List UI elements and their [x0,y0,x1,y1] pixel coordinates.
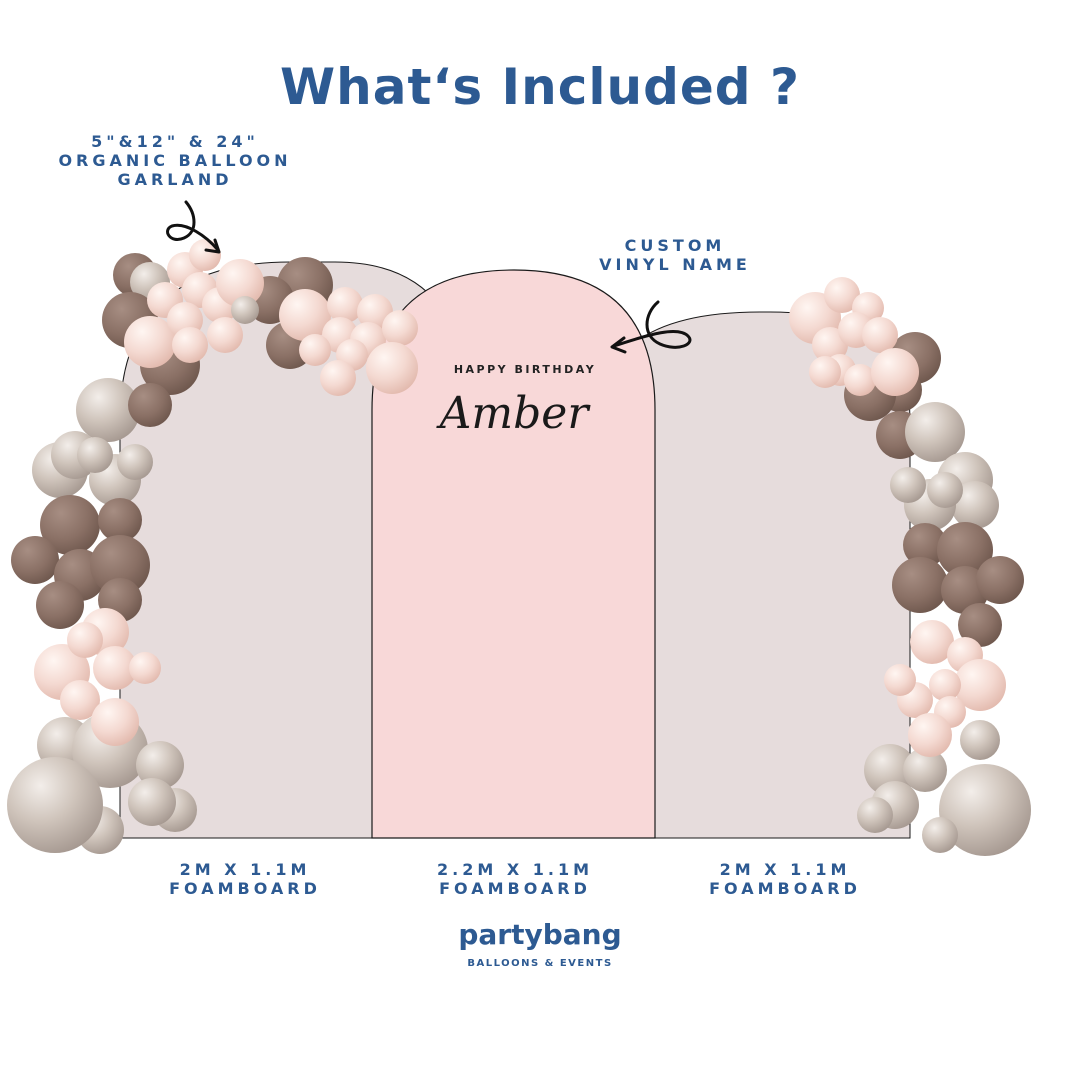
balloon [60,680,100,720]
balloon [91,698,139,746]
balloon [812,327,848,363]
left-board-size: 2M X 1.1M [179,860,311,879]
balloon [40,495,100,555]
brand-logo: partybang [458,918,622,951]
balloon [366,342,418,394]
balloon [871,348,919,396]
garland-line-1: 5"&12" & 24" [91,132,259,151]
vinyl-line-1: CUSTOM [624,236,726,255]
balloon [7,757,103,853]
balloon [90,535,150,595]
balloon [11,536,59,584]
balloon [76,378,140,442]
garland-annotation: 5"&12" & 24" ORGANIC BALLOON GARLAND [40,132,310,189]
balloon [903,523,947,567]
garland-line-3: GARLAND [117,170,233,189]
vinyl-line-2: VINYL NAME [599,255,751,274]
balloon [93,646,137,690]
balloon [958,603,1002,647]
balloon [299,334,331,366]
balloon [954,659,1006,711]
center-board-label: 2.2M X 1.1M FOAMBOARD [420,860,610,898]
balloon [382,310,418,346]
balloon [809,356,841,388]
balloon [172,327,208,363]
balloon [905,402,965,462]
right-board-size: 2M X 1.1M [719,860,851,879]
balloon [903,748,947,792]
left-board-material: FOAMBOARD [169,879,321,898]
arrow-head-icon [610,336,627,354]
right-board-label: 2M X 1.1M FOAMBOARD [690,860,880,898]
balloon [960,720,1000,760]
balloon [128,383,172,427]
balloon [910,620,954,664]
center-board-material: FOAMBOARD [439,879,591,898]
balloon [857,797,893,833]
balloon [189,239,221,271]
balloon [98,498,142,542]
vinyl-happy-birthday: HAPPY BIRTHDAY [454,363,596,376]
balloon [890,467,926,503]
curly-arrow-icon [612,300,692,349]
left-board-label: 2M X 1.1M FOAMBOARD [150,860,340,898]
vinyl-name: Amber [436,388,592,439]
balloon [844,364,876,396]
balloon [939,764,1031,856]
balloon [129,652,161,684]
balloon [937,522,993,578]
balloon [207,317,243,353]
balloon [908,713,952,757]
balloon [824,277,860,313]
balloon [884,664,916,696]
balloon [976,556,1024,604]
balloon-garland [7,239,1031,856]
vinyl-annotation: CUSTOM VINYL NAME [560,236,790,274]
balloon [77,437,113,473]
balloon [136,741,184,789]
balloon [922,817,958,853]
balloon [36,581,84,629]
balloon [128,778,176,826]
center-board-size: 2.2M X 1.1M [436,860,593,879]
balloon [927,472,963,508]
curly-arrow-icon [166,200,220,252]
balloon [216,259,264,307]
balloon [951,481,999,529]
balloon [327,287,363,323]
brand-tagline: BALLOONS & EVENTS [467,958,613,969]
balloon [320,360,356,396]
balloon [124,316,176,368]
balloon [862,317,898,353]
balloon [67,622,103,658]
page-title: What‘s Included ? [279,58,801,116]
balloon [231,296,259,324]
balloon [279,289,331,341]
right-board-material: FOAMBOARD [709,879,861,898]
arrow-head-icon [204,238,221,254]
balloon [117,444,153,480]
garland-line-2: ORGANIC BALLOON [58,151,292,170]
balloon [892,557,948,613]
balloon [929,669,961,701]
